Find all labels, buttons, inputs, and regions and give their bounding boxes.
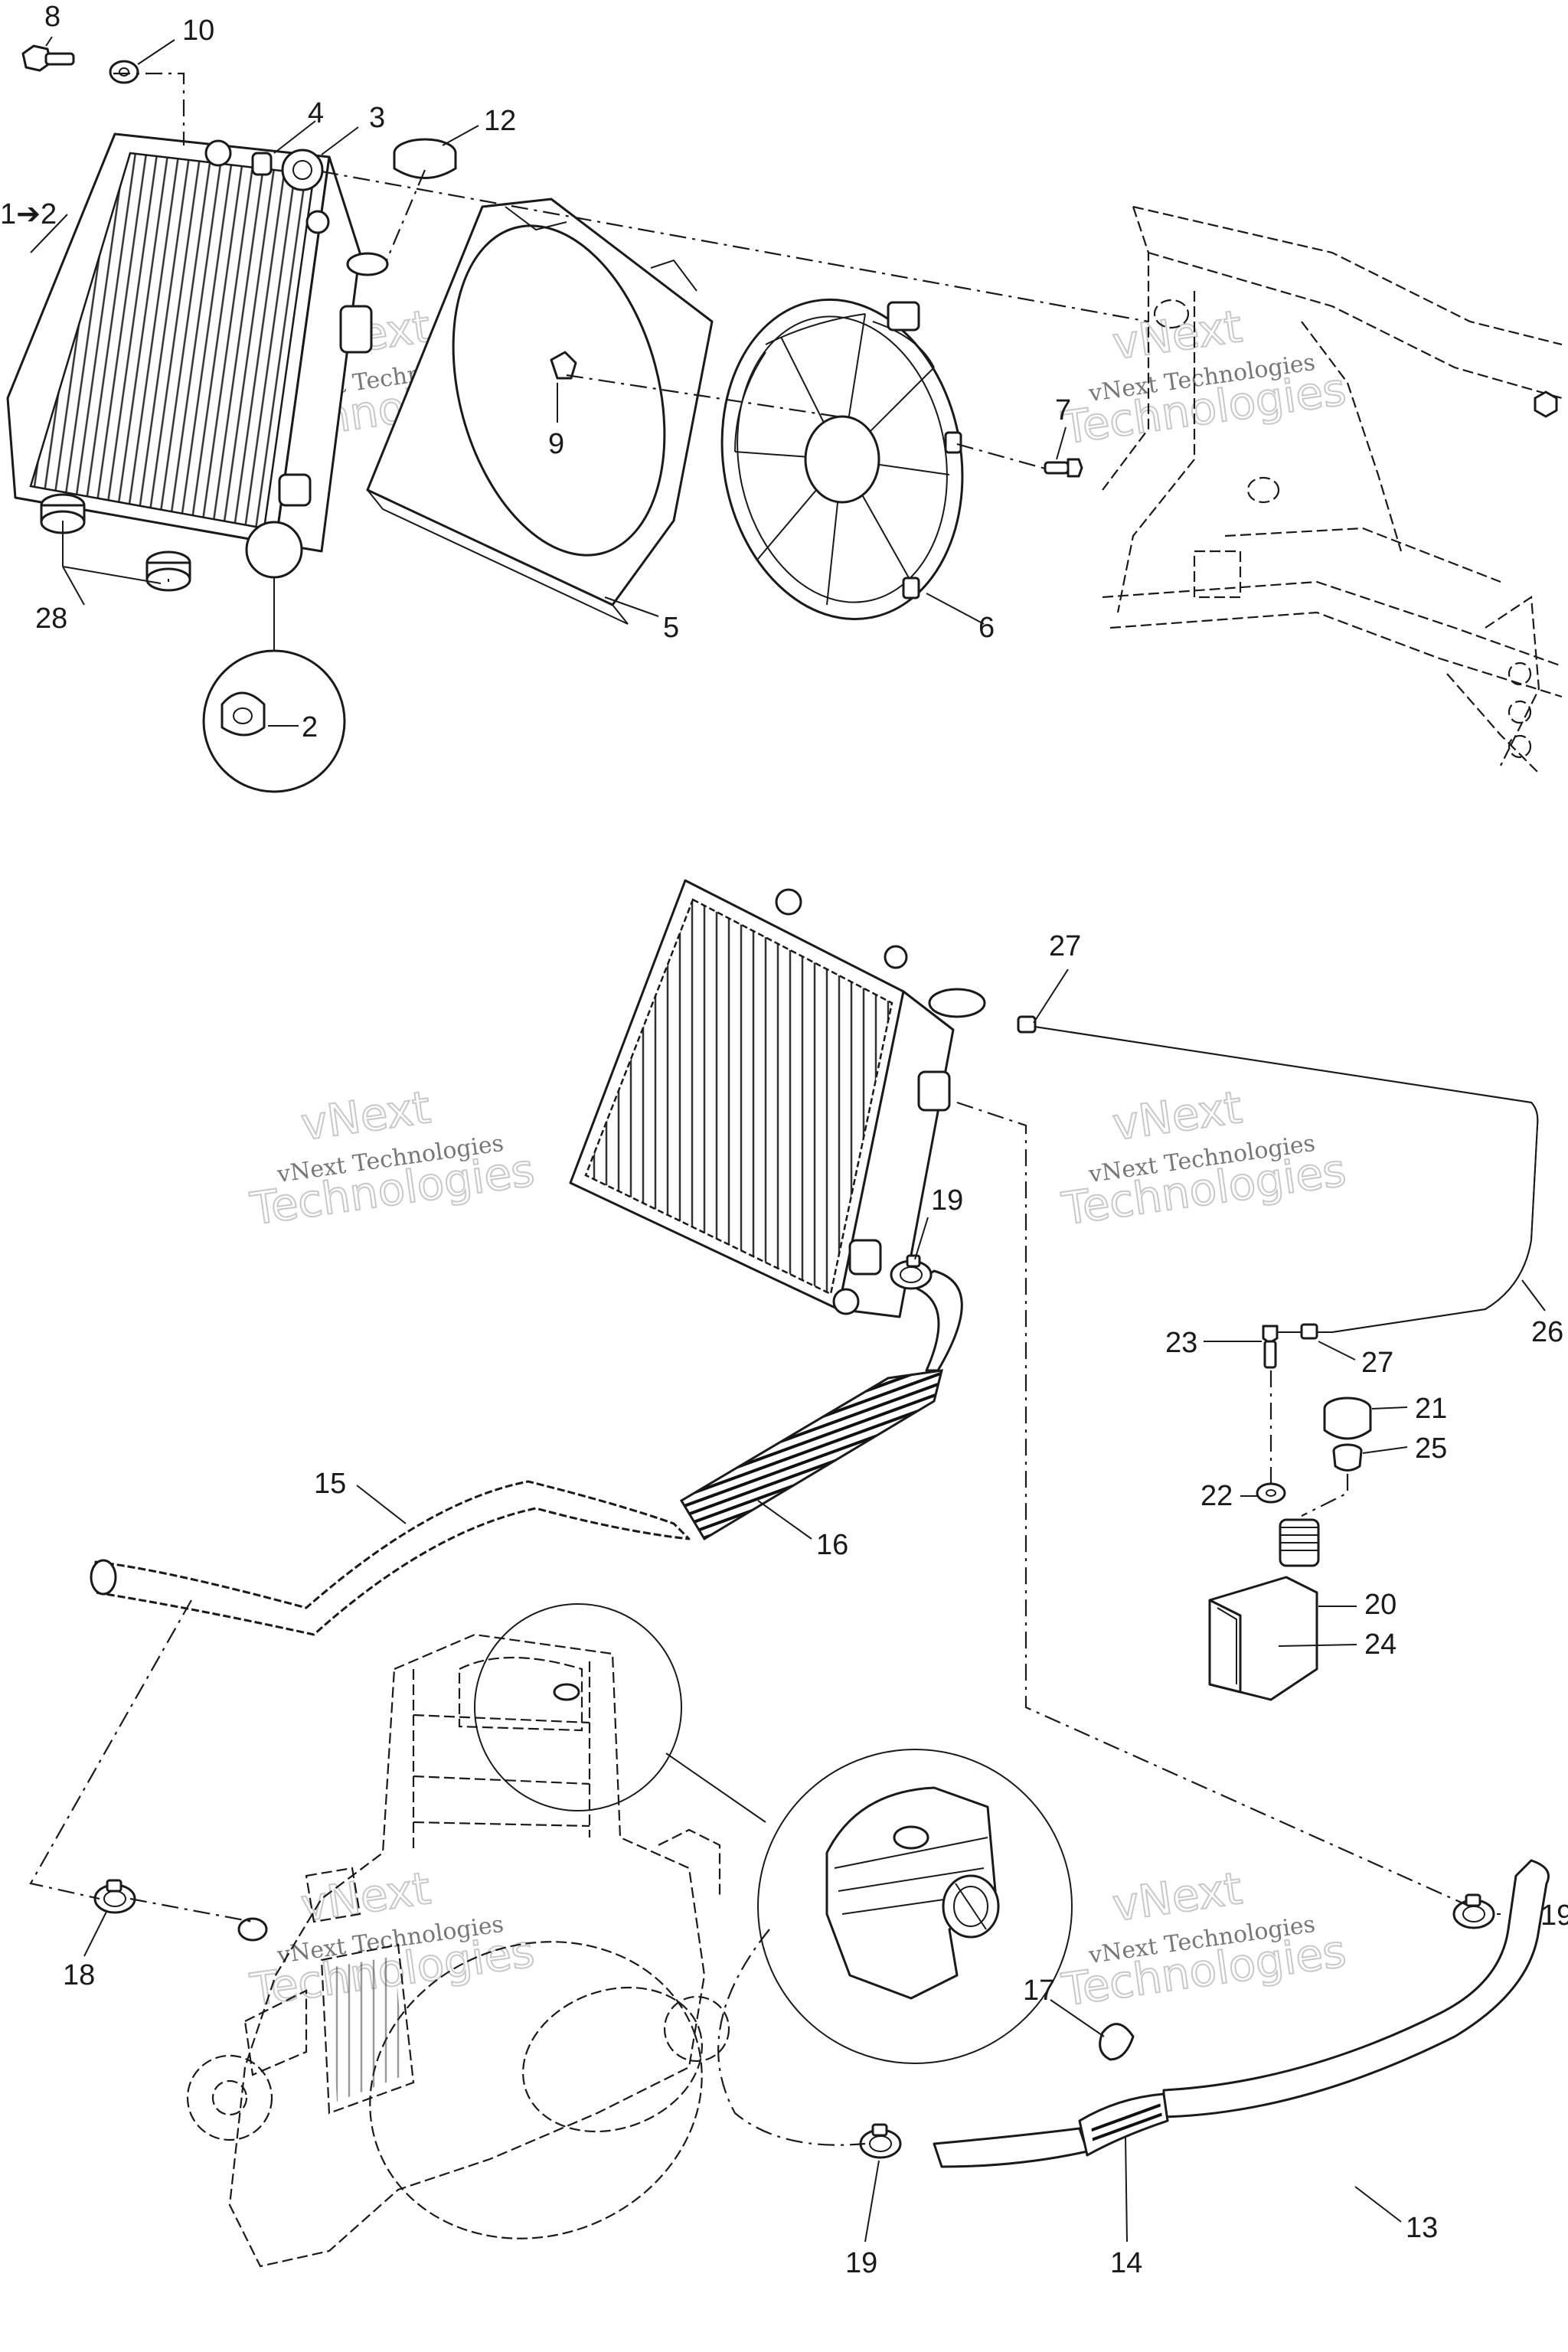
radiator-cap — [393, 138, 457, 179]
callout-3: 3 — [369, 102, 385, 134]
watermark-3: vNext vNext Technologies Technologies — [247, 1080, 538, 1236]
detail-circle-thermostat — [474, 1603, 1073, 2064]
callout-6: 6 — [978, 612, 995, 644]
fan-shroud — [366, 198, 714, 625]
callout-9: 9 — [548, 428, 564, 460]
bleed-screw-icon — [893, 1825, 929, 1850]
watermark-text: vNext — [298, 1081, 433, 1151]
callout-19-right: 19 — [1540, 1900, 1568, 1932]
fan-hub-icon — [804, 415, 880, 504]
callout-25: 25 — [1415, 1432, 1447, 1465]
callout-labels: 8 10 4 3 12 1➔2 9 7 28 5 6 2 27 19 26 23… — [0, 1, 1568, 2279]
callout-23: 23 — [1165, 1327, 1197, 1359]
callout-13: 13 — [1406, 2212, 1438, 2244]
screw — [1044, 458, 1083, 478]
vehicle-frame — [1102, 205, 1563, 774]
reservoir-cap — [1323, 1396, 1372, 1440]
mount-hole-icon — [204, 139, 232, 167]
alignment-lines-top — [62, 72, 1149, 582]
callout-28: 28 — [35, 603, 67, 635]
callout-16: 16 — [816, 1529, 848, 1561]
mount-hole-icon — [775, 888, 802, 916]
cap-adapter — [1332, 1443, 1363, 1472]
callout-15: 15 — [314, 1468, 346, 1500]
rubber-mount — [145, 550, 191, 592]
callout-4: 4 — [308, 97, 324, 129]
callout-2: 2 — [302, 711, 318, 743]
callout-1-2: 1➔2 — [0, 198, 57, 230]
callout-14: 14 — [1110, 2247, 1142, 2279]
filler-neck-icon — [928, 988, 986, 1018]
watermark-text: vNext — [1109, 1862, 1245, 1932]
engine — [186, 1633, 730, 2268]
radiator-bottom — [569, 879, 986, 1318]
watermark-text: vNext — [1109, 1081, 1245, 1151]
hose-clamp — [1452, 1893, 1495, 1929]
callout-7: 7 — [1055, 394, 1071, 426]
hose-upper — [90, 1480, 691, 1636]
callout-21: 21 — [1415, 1393, 1447, 1425]
cooling-fan — [720, 298, 964, 621]
alignment-lines-reservoir — [1269, 1370, 1349, 1517]
leader-lines — [30, 36, 1546, 2243]
callout-20: 20 — [1364, 1589, 1396, 1621]
watermark-text: vNext — [298, 1862, 433, 1932]
coolant-reservoir — [1208, 1518, 1320, 1701]
hose-fitting-icon — [1017, 1015, 1037, 1034]
hose-clamp — [859, 2123, 902, 2159]
callout-24: 24 — [1364, 1628, 1396, 1661]
callout-19-lower: 19 — [845, 2247, 877, 2279]
mount-hole-icon — [884, 945, 908, 969]
callout-27-top: 27 — [1049, 930, 1081, 962]
alignment-lines-bottom — [29, 1101, 1471, 2146]
callout-8: 8 — [44, 1, 60, 33]
grommet — [281, 149, 324, 191]
watermark-text: vNext — [1109, 300, 1245, 370]
callout-18: 18 — [63, 1959, 95, 1991]
connector-icon — [887, 301, 920, 332]
mount-hole-icon — [305, 210, 330, 234]
filler-neck-icon — [346, 252, 389, 276]
callout-19-upper: 19 — [931, 1184, 963, 1217]
spacer — [251, 152, 273, 176]
watermark-2: vNext vNext Technologies Technologies — [1058, 299, 1350, 455]
watermark-4: vNext vNext Technologies Technologies — [1058, 1080, 1350, 1236]
hose-connector — [1078, 2092, 1169, 2157]
sealing-washer — [1256, 1482, 1286, 1504]
hose-clamp — [93, 1879, 136, 1914]
callout-26: 26 — [1531, 1316, 1563, 1348]
callout-5: 5 — [663, 612, 679, 644]
detail-circle-drain-plug — [202, 521, 346, 793]
callout-17: 17 — [1023, 1975, 1055, 2007]
callout-27-lower: 27 — [1361, 1347, 1393, 1379]
radiator-top — [6, 132, 389, 562]
washer — [109, 60, 139, 84]
nut-icon — [550, 351, 577, 380]
corrugated-hose — [679, 1269, 963, 1541]
watermark-6: vNext vNext Technologies Technologies — [1058, 1861, 1350, 2017]
callout-22: 22 — [1200, 1480, 1233, 1512]
bolt — [21, 44, 75, 72]
overflow-hose — [1017, 1015, 1539, 1369]
callout-10: 10 — [182, 15, 214, 47]
hose-clamp — [890, 1254, 933, 1290]
callout-12: 12 — [484, 105, 516, 137]
hose-clamp-ring — [1099, 2023, 1135, 2061]
